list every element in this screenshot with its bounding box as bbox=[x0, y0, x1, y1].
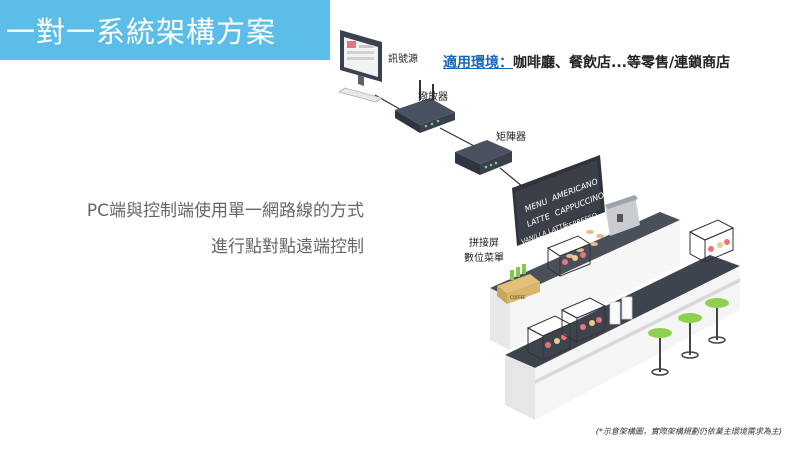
bar-stools bbox=[648, 298, 729, 376]
description-line-1: PC端與控制端使用單一網路線的方式 bbox=[86, 201, 364, 221]
title-bar: 一對一系統架構方案 bbox=[0, 0, 330, 60]
description-line-2: 進行點對點遠端控制 bbox=[211, 237, 364, 257]
page-title: 一對一系統架構方案 bbox=[6, 15, 277, 49]
environment-value: 咖啡廳、餐飲店...等零售/連鎖商店 bbox=[513, 55, 731, 71]
front-counter bbox=[505, 219, 740, 420]
computer-icon bbox=[338, 30, 383, 103]
player-label: 撥放器 bbox=[418, 92, 448, 103]
matrix-label: 矩陣器 bbox=[496, 132, 526, 143]
source-label: 訊號源 bbox=[388, 54, 418, 65]
router-icon bbox=[395, 80, 455, 133]
menu-screen-label-line2: 數位菜單 bbox=[464, 253, 504, 264]
matrix-switcher-icon bbox=[455, 140, 512, 175]
environment-label: 適用環境： bbox=[443, 55, 513, 71]
coffee-box-label: COFFEE bbox=[510, 295, 526, 300]
footnote: (*示意架構圖，實際架構規劃仍依業主環境需求為主) bbox=[595, 427, 782, 436]
menu-screen-label-line1: 拼接屏 bbox=[469, 238, 499, 249]
menu-board: MENU AMERICANO LATTE CAPPUCCINO VANILLA … bbox=[512, 155, 606, 246]
menu-screen-label: 拼接屏 數位菜單 bbox=[464, 234, 504, 264]
environment-line: 適用環境：咖啡廳、餐飲店...等零售/連鎖商店 bbox=[443, 52, 730, 72]
